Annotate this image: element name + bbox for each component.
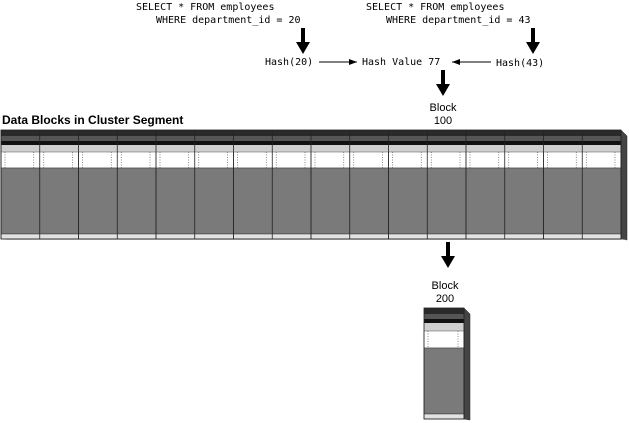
right-query-line2: WHERE department_id = 43 [386, 15, 531, 26]
segment-block [0, 130, 40, 240]
segment-block [233, 130, 273, 240]
block-200-body [423, 308, 465, 420]
segment-block [116, 130, 157, 240]
block200-label-line1: Block [432, 280, 459, 292]
segment-block [155, 130, 195, 240]
segment-block [426, 130, 467, 240]
segment-block [465, 130, 505, 240]
segment-block [78, 130, 118, 240]
block100-to-block200-arrow [441, 242, 455, 268]
segment-block [543, 130, 583, 240]
segment-block [581, 130, 622, 240]
left-query-line2: WHERE department_id = 20 [156, 15, 301, 26]
block-200-border [423, 307, 465, 420]
block-200-side-face [463, 307, 471, 421]
segment-block [271, 130, 312, 240]
segment-title: Data Blocks in Cluster Segment [2, 113, 183, 127]
segment-block [310, 130, 350, 240]
segment-block [39, 130, 79, 240]
block100-label-line2: 100 [434, 115, 452, 127]
block100-label-line1: Block [430, 102, 457, 114]
segment-border [0, 129, 622, 240]
block-200 [423, 307, 471, 421]
left-query-arrow [296, 28, 310, 54]
cluster-segment [0, 129, 628, 241]
hash-left-label: Hash(20) [265, 57, 313, 68]
segment-block [504, 130, 544, 240]
segment-block [194, 130, 234, 240]
segment-block [388, 130, 428, 240]
right-query-line1: SELECT * FROM employees [366, 2, 504, 13]
block200-label-line2: 200 [436, 293, 454, 305]
segment-side-face [620, 129, 628, 241]
right-query-arrow [526, 28, 540, 54]
left-query-line1: SELECT * FROM employees [136, 2, 274, 13]
segment-block [349, 130, 389, 240]
hash-right-label: Hash(43) [496, 58, 544, 69]
hash-value-label: Hash Value 77 [362, 57, 440, 68]
hash-to-block100-arrow [436, 70, 450, 96]
